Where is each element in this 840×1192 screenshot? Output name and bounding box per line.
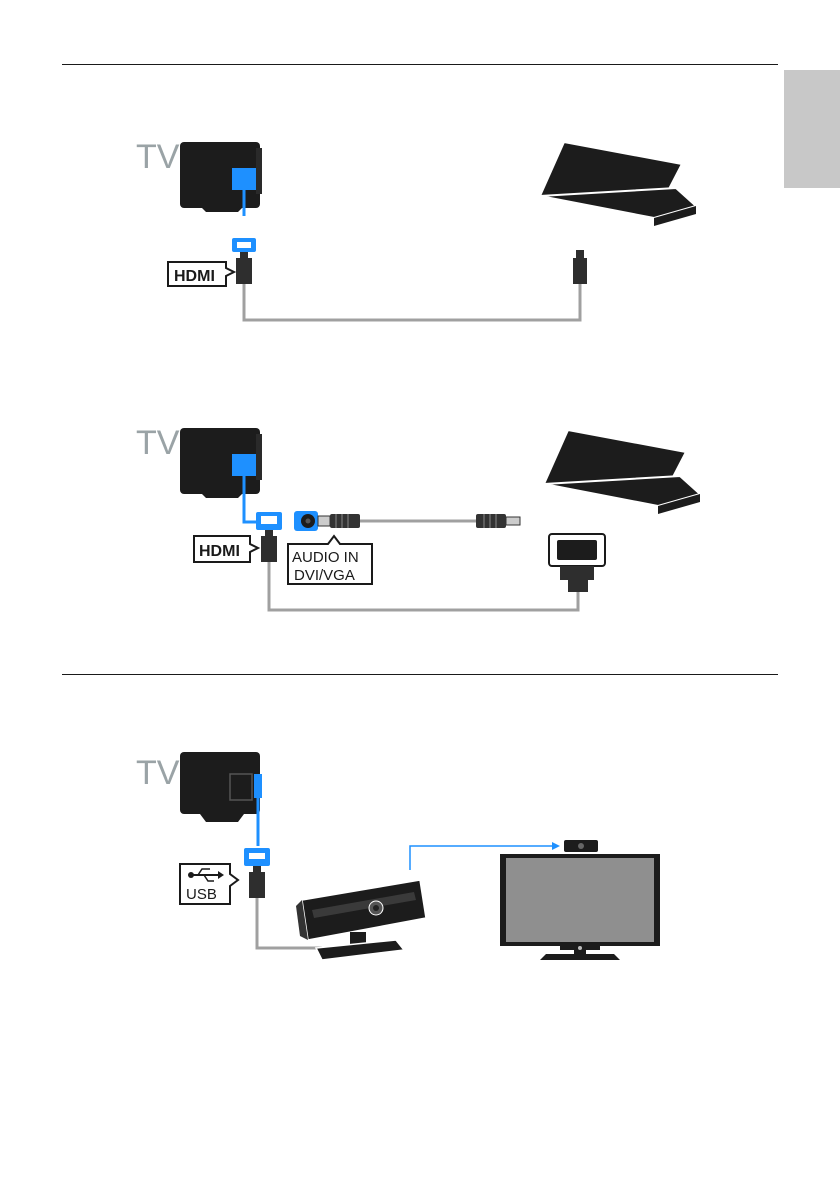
tv-label: TV — [136, 754, 180, 792]
diagram-dvi-vga-computer: TV — [136, 424, 700, 610]
camera-icon — [296, 880, 426, 960]
audio-in-label: AUDIO IN DVI/VGA — [288, 536, 372, 584]
tv-label: TV — [136, 138, 180, 176]
tv-label: TV — [136, 424, 180, 462]
audio-label-line2: DVI/VGA — [294, 567, 355, 584]
hdmi-label-text: HDMI — [199, 543, 240, 560]
usb-port-label: USB — [180, 864, 238, 904]
tv-back-icon — [180, 142, 262, 212]
tv-front-icon — [500, 840, 660, 960]
laptop-icon — [544, 430, 700, 514]
diagram-hdmi-computer: TV HDMI — [136, 138, 696, 320]
audio-jack-and-cable — [294, 511, 520, 531]
audio-label-line1: AUDIO IN — [292, 549, 359, 566]
vga-connector — [549, 534, 605, 592]
hdmi-port-label: HDMI — [168, 262, 234, 286]
hdmi-cable — [232, 190, 587, 320]
usb-label-text: USB — [186, 886, 217, 903]
tv-back-icon — [180, 428, 262, 498]
laptop-icon — [540, 142, 696, 226]
hdmi-port-label: HDMI — [194, 536, 258, 562]
hdmi-label-text: HDMI — [174, 268, 215, 285]
tv-back-icon — [180, 752, 262, 822]
diagram-usb-camera: TV — [136, 752, 660, 960]
